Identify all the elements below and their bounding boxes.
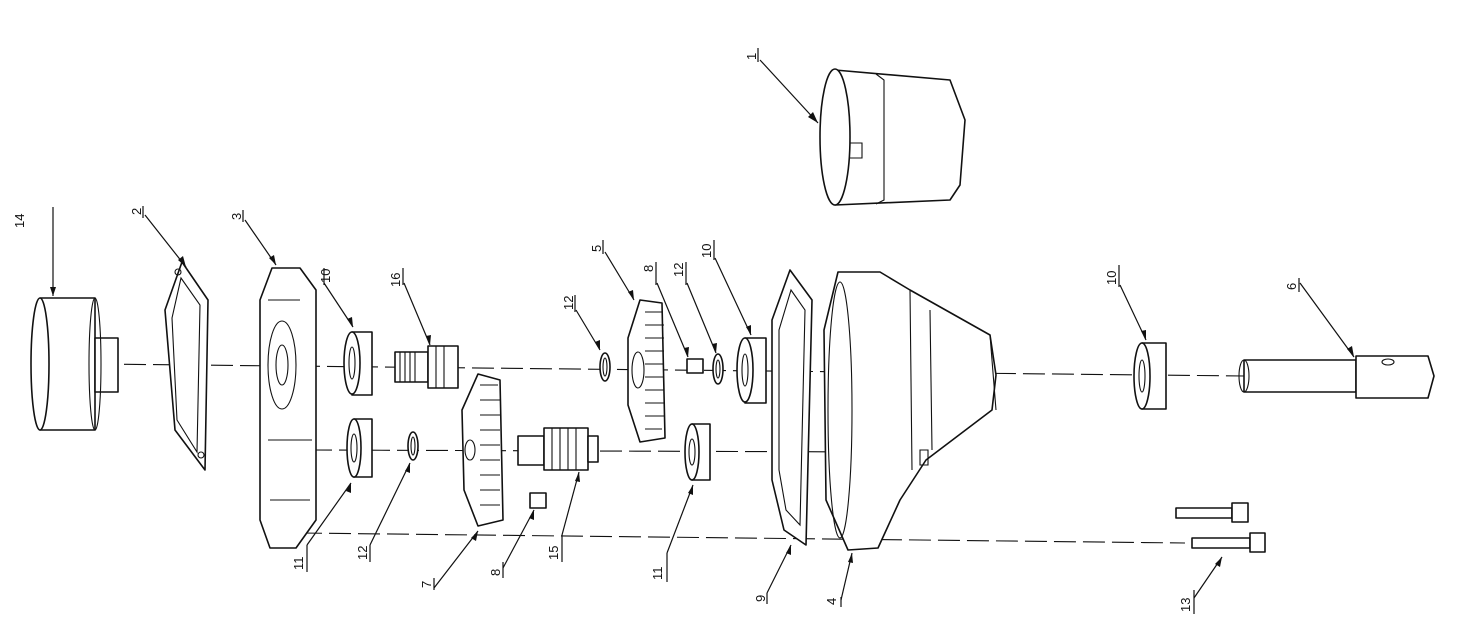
part-13-screws [1175,502,1266,553]
part-12-ring-a [407,431,419,461]
callout-10-left: 10 [318,269,333,283]
part-9-housing-gasket [771,269,813,546]
part-1-cup [819,68,966,206]
callout-11-middle: 11 [650,567,665,581]
callout-5: 5 [589,245,604,252]
callout-labels: 1 2 3 4 5 6 7 8 8 9 10 10 10 11 11 12 12… [12,53,1299,612]
callout-12-middle: 12 [561,296,576,310]
callout-7: 7 [419,581,434,588]
callout-10-middle: 10 [699,244,714,258]
part-11-bearing-b [684,423,711,481]
callout-12-left: 12 [355,546,370,560]
part-15-pinion [517,427,599,471]
part-12-ring-c [712,353,724,385]
part-5-gear [627,299,666,443]
part-8-pin-b [686,358,704,374]
callout-13: 13 [1178,598,1193,612]
callout-11-left: 11 [291,557,306,571]
part-2-gasket [164,261,209,471]
part-10-bearing-a [343,331,373,396]
callout-underlines [142,48,1300,614]
callout-9: 9 [753,595,768,602]
callout-1: 1 [744,53,759,60]
callout-3: 3 [229,213,244,220]
part-8-pin-a [529,492,547,509]
callout-4: 4 [824,598,839,605]
callout-2: 2 [129,208,144,215]
callout-12-right: 12 [671,263,686,277]
part-14-end-cap [30,297,119,431]
part-6-output-shaft [1238,355,1435,399]
callout-leaders [52,59,1355,601]
part-16-pinion-shaft [394,345,459,389]
part-12-ring-b [599,352,611,382]
part-3-cover [259,267,317,549]
part-7-large-gear [461,373,504,527]
callout-16: 16 [388,273,403,287]
callout-6: 6 [1284,283,1299,290]
callout-14: 14 [12,214,27,228]
callout-arrowheads [50,112,1354,567]
part-4-housing [823,271,997,551]
callout-15: 15 [546,546,561,560]
part-11-bearing-a [346,418,373,478]
part-10-bearing-c [1133,342,1167,410]
part-10-bearing-b [736,337,767,404]
callout-10-right: 10 [1104,271,1119,285]
callout-8-upper: 8 [641,265,656,272]
callout-8-lower: 8 [488,569,503,576]
